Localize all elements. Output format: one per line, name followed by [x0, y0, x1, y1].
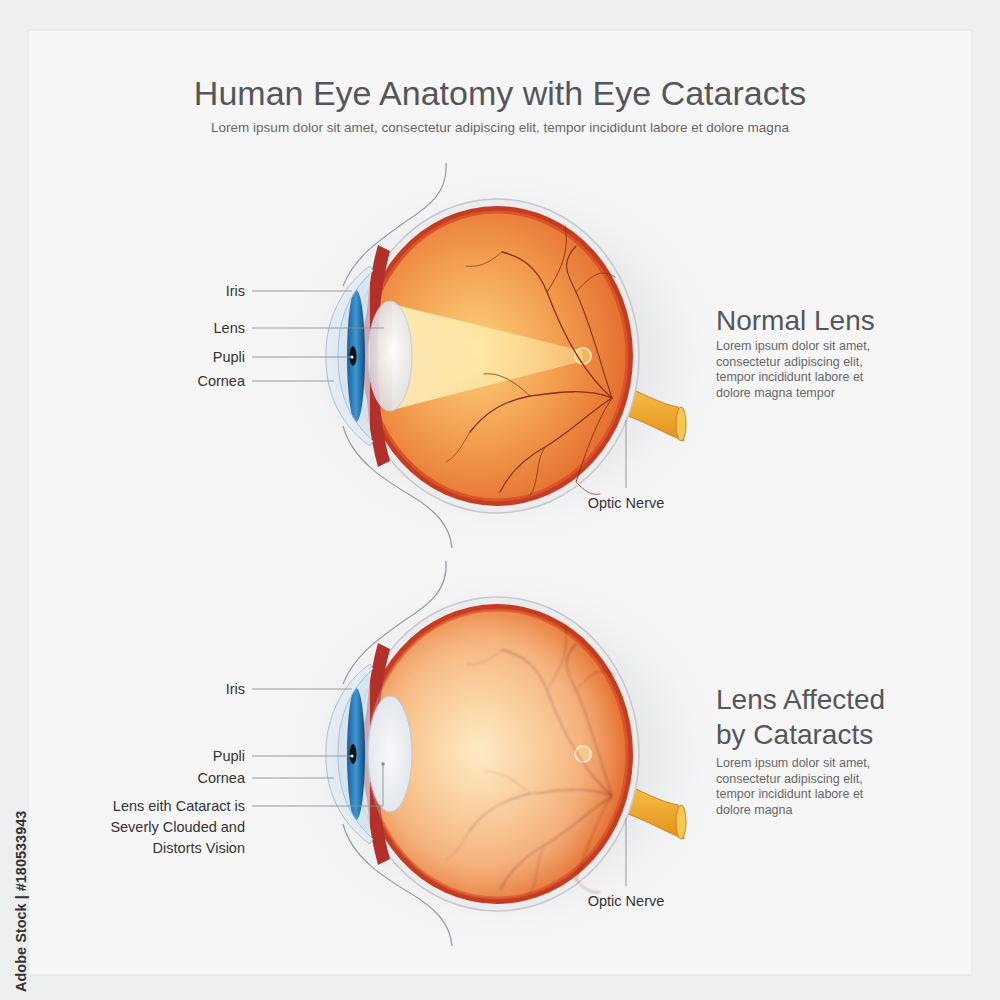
part-label: Iris	[226, 680, 245, 698]
section-heading: Normal Lens	[716, 304, 986, 338]
subtitle: Lorem ipsum dolor sit amet, consectetur …	[90, 119, 910, 136]
part-label: Lens	[214, 319, 245, 337]
part-label: Pupli	[213, 747, 245, 765]
part-label: Iris	[226, 282, 245, 300]
part-label: Cornea	[197, 769, 245, 787]
leader-lines	[252, 291, 626, 886]
section-body: Lorem ipsum dolor sit amet, consectetur …	[716, 339, 898, 401]
watermark: Adobe Stock | #180533943	[12, 811, 30, 992]
section-body: Lorem ipsum dolor sit amet, consectetur …	[716, 756, 898, 818]
section-heading: Lens Affected by Cataracts	[716, 682, 921, 752]
part-label: Cornea	[197, 372, 245, 390]
part-label: Optic Nerve	[588, 892, 665, 910]
part-label: Lens eith Cataract is Severly Clouded an…	[95, 796, 245, 859]
page-title: Human Eye Anatomy with Eye Cataracts	[0, 70, 1000, 116]
part-label: Optic Nerve	[588, 494, 665, 512]
part-label: Pupli	[213, 348, 245, 366]
